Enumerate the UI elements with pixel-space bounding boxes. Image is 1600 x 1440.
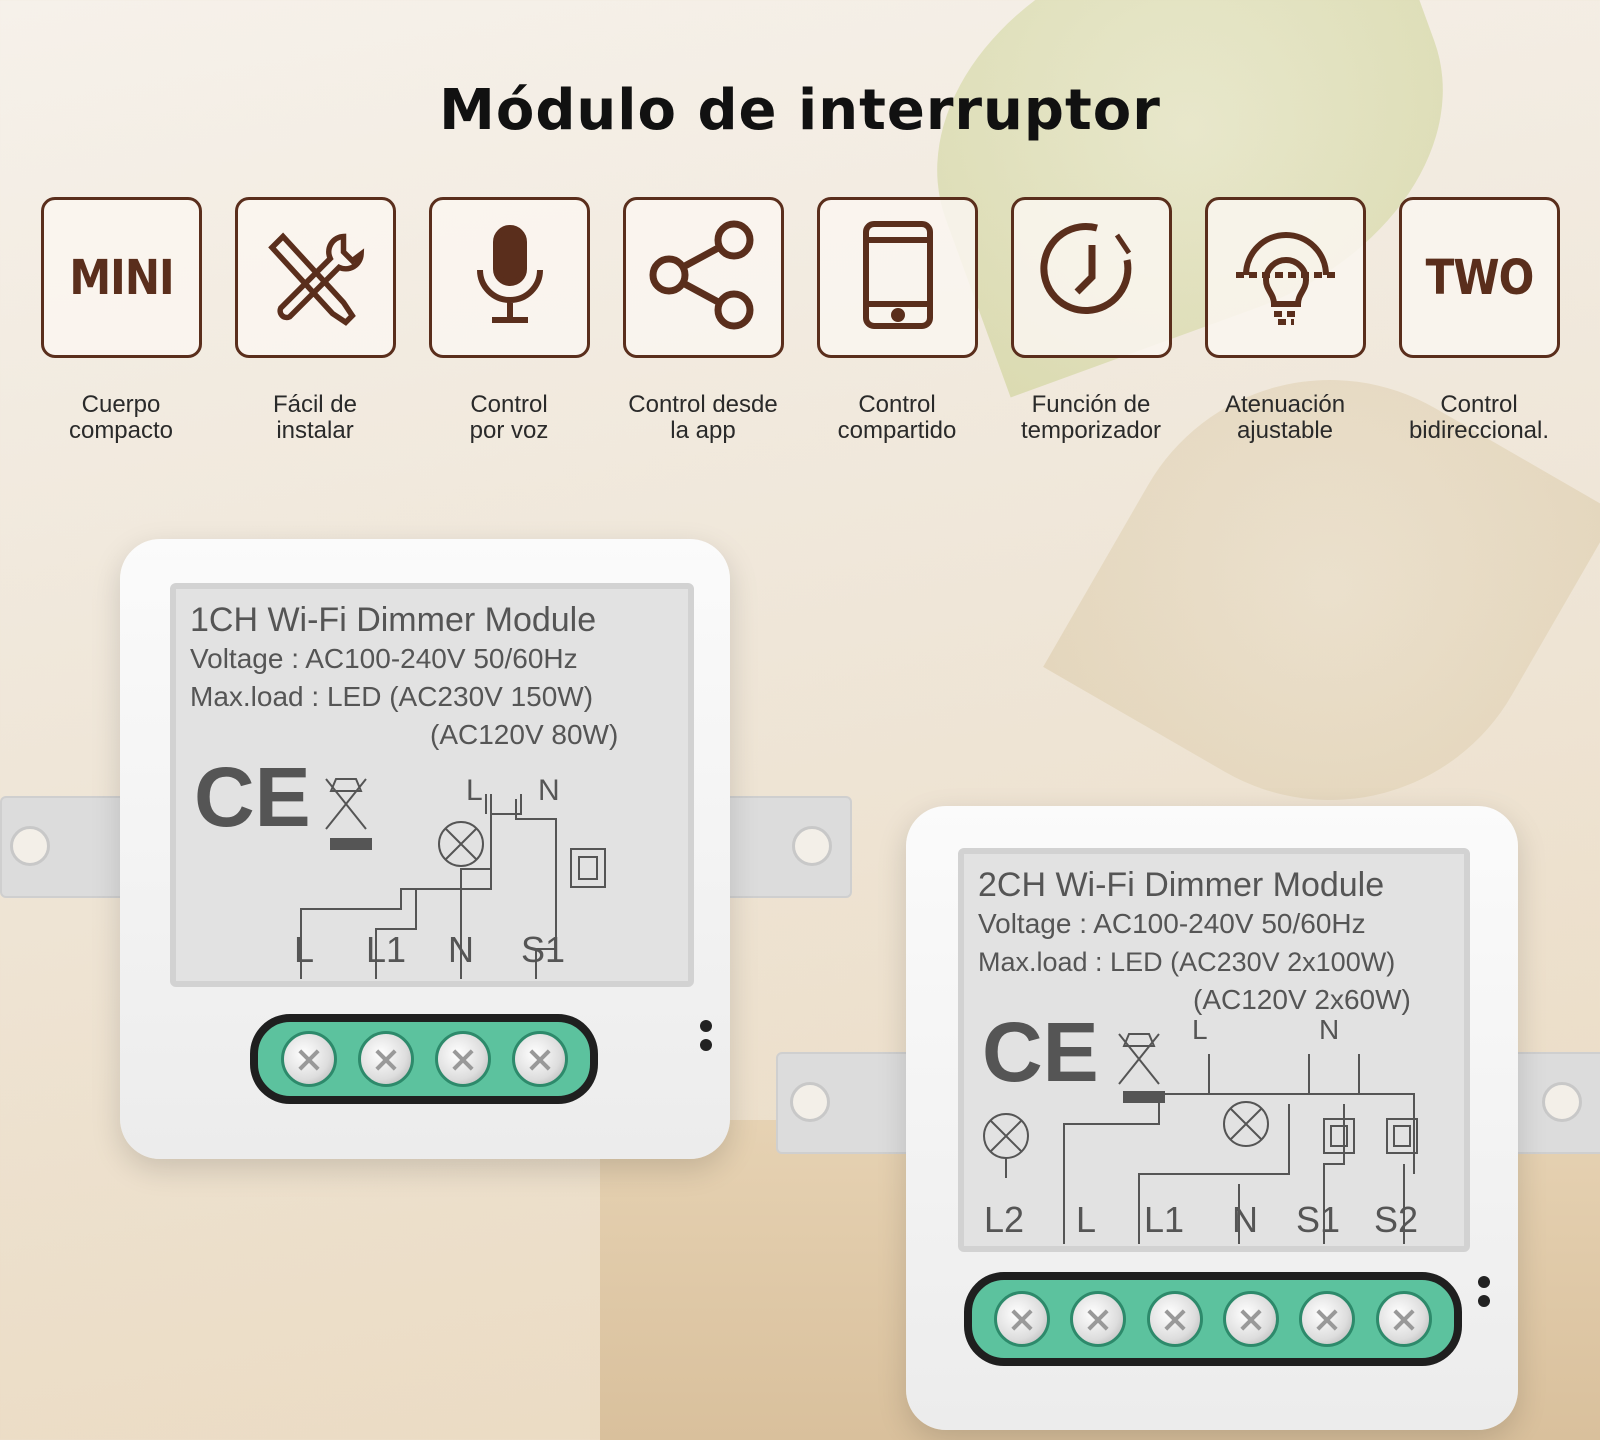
maxload-spec: Max.load : LED (AC230V 150W) <box>190 681 594 712</box>
feature-caption-line: bidireccional. <box>1408 417 1550 444</box>
terminal-screw <box>511 1031 568 1087</box>
terminal-label: N <box>1232 1199 1258 1240</box>
input-label-l: L <box>466 774 483 807</box>
page-title: Módulo de interruptor <box>439 78 1161 143</box>
feature-caption-line: Atenuación <box>1224 391 1346 418</box>
feature-caption-line: Control <box>1440 391 1518 418</box>
feature-box <box>235 197 396 358</box>
leaf-decoration <box>1043 303 1600 877</box>
indicator-dot <box>1478 1276 1490 1288</box>
two-text-icon: TWO <box>1425 249 1535 306</box>
feature-caption-line: Fácil de <box>272 391 358 418</box>
terminal-label: L <box>294 929 315 970</box>
terminal-screw <box>1070 1291 1127 1347</box>
terminal-label: N <box>448 929 474 970</box>
tools-icon <box>261 220 371 335</box>
feature-caption-line: compacto <box>68 417 174 444</box>
mounting-tab <box>776 1052 916 1154</box>
mounting-tab <box>0 796 130 898</box>
maxload-spec-2: (AC120V 2x60W) <box>1193 984 1411 1015</box>
terminal-screw <box>1146 1291 1203 1347</box>
terminal-screw <box>994 1291 1051 1347</box>
voltage-spec: Voltage : AC100-240V 50/60Hz <box>978 908 1366 939</box>
terminal-screw <box>357 1031 414 1087</box>
module-title: 2CH Wi-Fi Dimmer Module <box>978 866 1385 904</box>
terminal-label: L1 <box>1144 1199 1185 1240</box>
label-panel: 1CH Wi-Fi Dimmer Module Voltage : AC100-… <box>170 583 694 987</box>
terminal-label: L2 <box>984 1199 1025 1240</box>
input-label-n: N <box>538 774 560 807</box>
terminal-screw <box>280 1031 337 1087</box>
feature-caption-line: la app <box>670 417 736 444</box>
share-icon <box>644 220 764 335</box>
terminal-label: S2 <box>1374 1199 1419 1240</box>
ce-mark: CE <box>982 1005 1099 1099</box>
feature-caption-line: Control desde <box>628 391 778 418</box>
indicator-dot <box>1478 1295 1490 1307</box>
mounting-tab <box>720 796 852 898</box>
feature-box <box>1011 197 1172 358</box>
indicator-dot <box>700 1039 712 1051</box>
terminal-label: L1 <box>366 929 407 970</box>
terminal-label: S1 <box>521 929 566 970</box>
feature-box <box>429 197 590 358</box>
feature-box <box>623 197 784 358</box>
feature-box: MINI <box>41 197 202 358</box>
terminal-label: S1 <box>1296 1199 1341 1240</box>
feature-caption-line: compartido <box>837 417 957 444</box>
feature-box <box>817 197 978 358</box>
feature-box <box>1205 197 1366 358</box>
smartphone-icon <box>858 220 938 335</box>
dimmer-bulb-icon <box>1226 220 1346 335</box>
terminal-screw <box>1223 1291 1280 1347</box>
label-panel: 2CH Wi-Fi Dimmer Module Voltage : AC100-… <box>958 848 1470 1252</box>
dimmer-module-1ch: 1CH Wi-Fi Dimmer Module Voltage : AC100-… <box>120 539 730 1159</box>
feature-caption-line: Control <box>470 391 548 418</box>
feature-caption-line: temporizador <box>1020 417 1162 444</box>
wiring-diagram <box>983 1033 1418 1244</box>
feature-caption-line: Cuerpo <box>81 391 161 418</box>
terminal-screw <box>1375 1291 1432 1347</box>
feature-caption-line: Función de <box>1031 391 1151 418</box>
terminal-label: L <box>1076 1199 1097 1240</box>
feature-caption-line: Control <box>858 391 936 418</box>
microphone-icon <box>460 220 560 335</box>
feature-box: TWO <box>1399 197 1560 358</box>
indicator-dot <box>700 1020 712 1032</box>
wiring-diagram <box>300 778 606 979</box>
input-label-l: L <box>1192 1014 1208 1045</box>
module-title: 1CH Wi-Fi Dimmer Module <box>190 601 597 639</box>
terminal-block <box>250 1014 598 1104</box>
dimmer-module-2ch: 2CH Wi-Fi Dimmer Module Voltage : AC100-… <box>906 806 1518 1430</box>
terminal-screw <box>434 1031 491 1087</box>
input-label-n: N <box>1319 1014 1340 1045</box>
clock-icon <box>1037 220 1147 335</box>
maxload-spec-2: (AC120V 80W) <box>430 719 619 750</box>
maxload-spec: Max.load : LED (AC230V 2x100W) <box>978 947 1396 977</box>
feature-caption-line: por voz <box>469 417 549 444</box>
terminal-block <box>964 1272 1462 1366</box>
voltage-spec: Voltage : AC100-240V 50/60Hz <box>190 643 578 674</box>
terminal-screw <box>1299 1291 1356 1347</box>
ce-mark: CE <box>194 750 311 844</box>
feature-caption-line: instalar <box>276 417 354 444</box>
feature-caption-line: ajustable <box>1236 417 1334 444</box>
mini-text-icon: MINI <box>69 249 174 306</box>
